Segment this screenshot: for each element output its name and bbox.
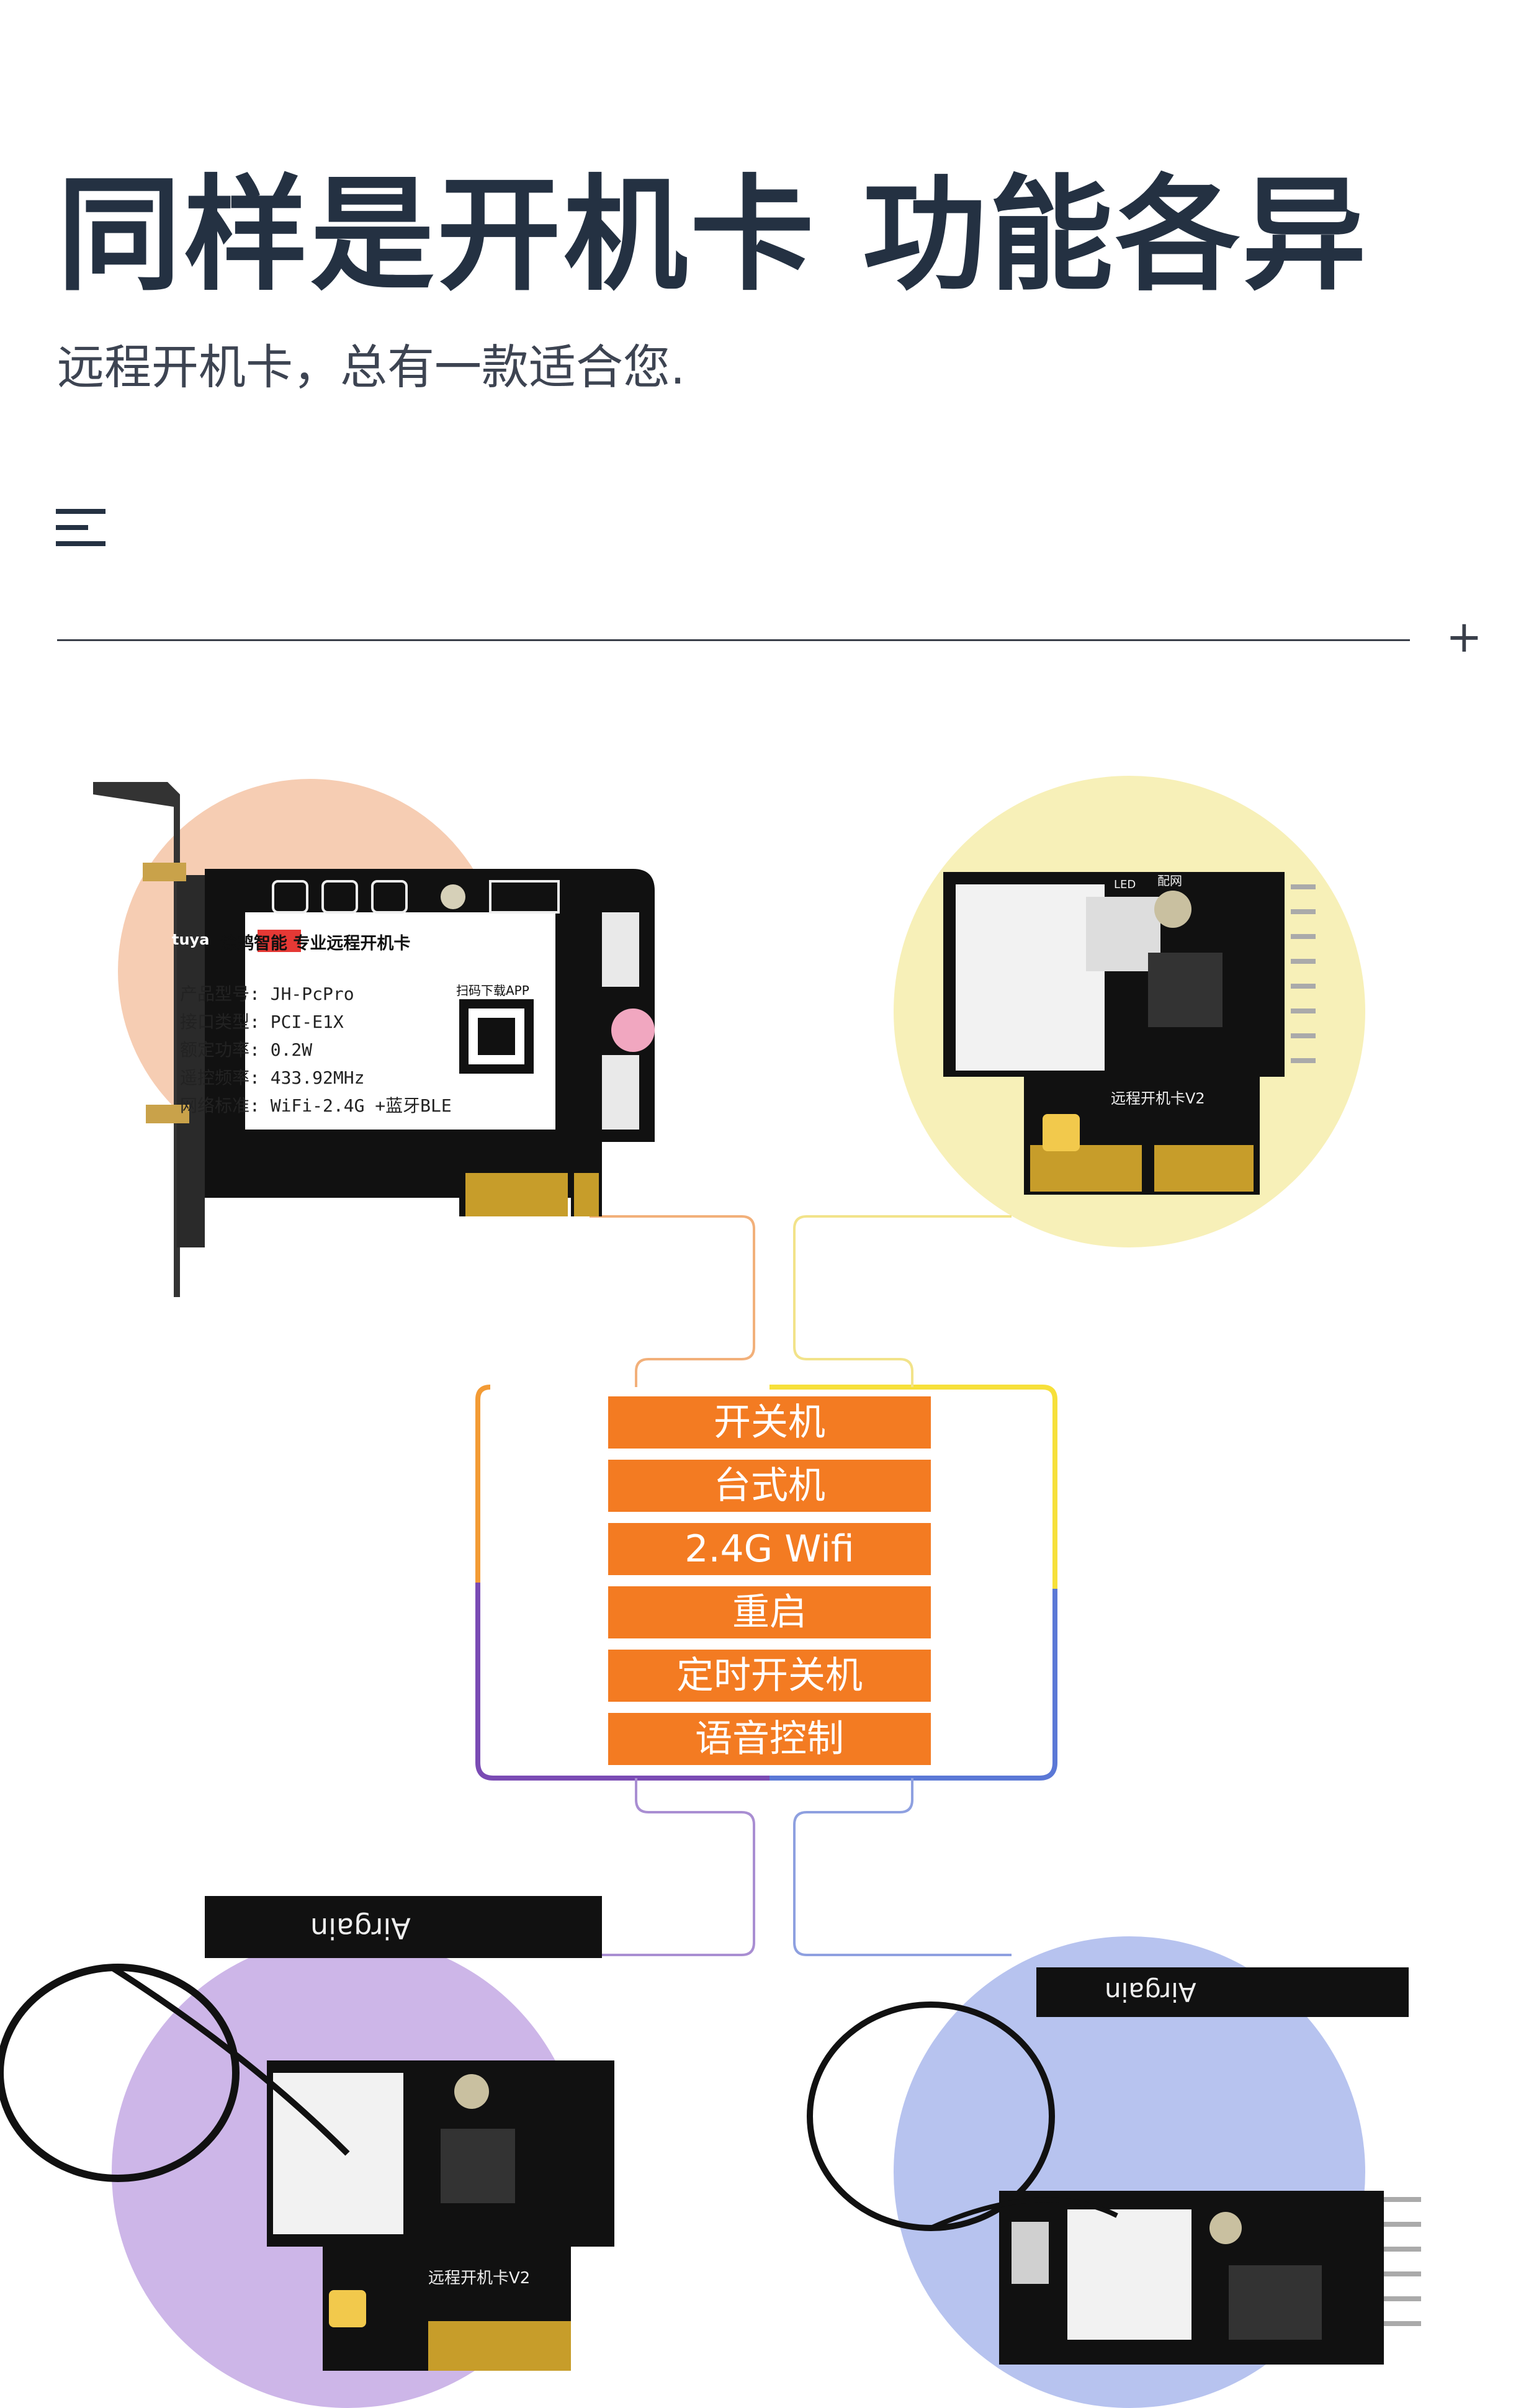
card-label-title: 涂鸦智能 专业远程开机卡: [220, 934, 411, 953]
feature-wifi: 2.4G Wifi: [608, 1523, 931, 1575]
page-title: 同样是开机卡 功能各异: [57, 163, 1369, 308]
feature-scheduled-power: 定时开关机: [608, 1650, 931, 1702]
card-spec-power: 额定功率: 0.2W: [180, 1040, 313, 1060]
feature-power: 开关机: [608, 1396, 931, 1449]
feature-restart: 重启: [608, 1586, 931, 1638]
product-v2-board-purple: Airgain 远程开机卡V2: [0, 1893, 627, 2383]
page-subtitle: 远程开机卡，总有一款适合您.: [57, 339, 686, 395]
product-compact-board-blue: Airgain: [807, 1961, 1427, 2383]
feature-voice-control: 语音控制: [608, 1713, 931, 1765]
feature-desktop: 台式机: [608, 1460, 931, 1512]
menu-lines-icon[interactable]: [56, 509, 112, 552]
v2-board-graphic: [943, 872, 1316, 1195]
pair-label: 配网: [1157, 873, 1182, 888]
compact-board-graphic: [807, 1967, 1421, 2365]
card-spec-frequency: 遥控频率: 433.92MHz: [180, 1067, 365, 1088]
card-spec-network: 网络标准: WiFi-2.4G +蓝牙BLE: [180, 1095, 452, 1116]
blue-antenna-label: Airgain: [1105, 1977, 1196, 2007]
pcie-card-graphic: [93, 782, 655, 1297]
card-spec-model: 产品型号: JH-PcPro: [180, 984, 354, 1004]
qr-caption: 扫码下载APP: [456, 983, 529, 998]
antenna-board-graphic: [0, 1896, 614, 2371]
yellow-board-label: 远程开机卡V2: [1111, 1090, 1205, 1107]
card-spec-interface: 接口类型: PCI-E1X: [180, 1012, 344, 1032]
product-pcie-card: tuya 涂鸦智能 专业远程开机卡 产品型号: JH-PcPro 接口类型: P…: [87, 770, 664, 1310]
card-brand-label: tuya: [172, 931, 210, 948]
led-label: LED: [1114, 878, 1136, 891]
purple-antenna-label: Airgain: [310, 1912, 411, 1945]
purple-board-label: 远程开机卡V2: [428, 2269, 531, 2288]
plus-icon[interactable]: +: [1446, 611, 1483, 662]
divider: [57, 639, 1410, 641]
product-v2-board-yellow: 远程开机卡V2 配网 LED: [943, 872, 1316, 1195]
